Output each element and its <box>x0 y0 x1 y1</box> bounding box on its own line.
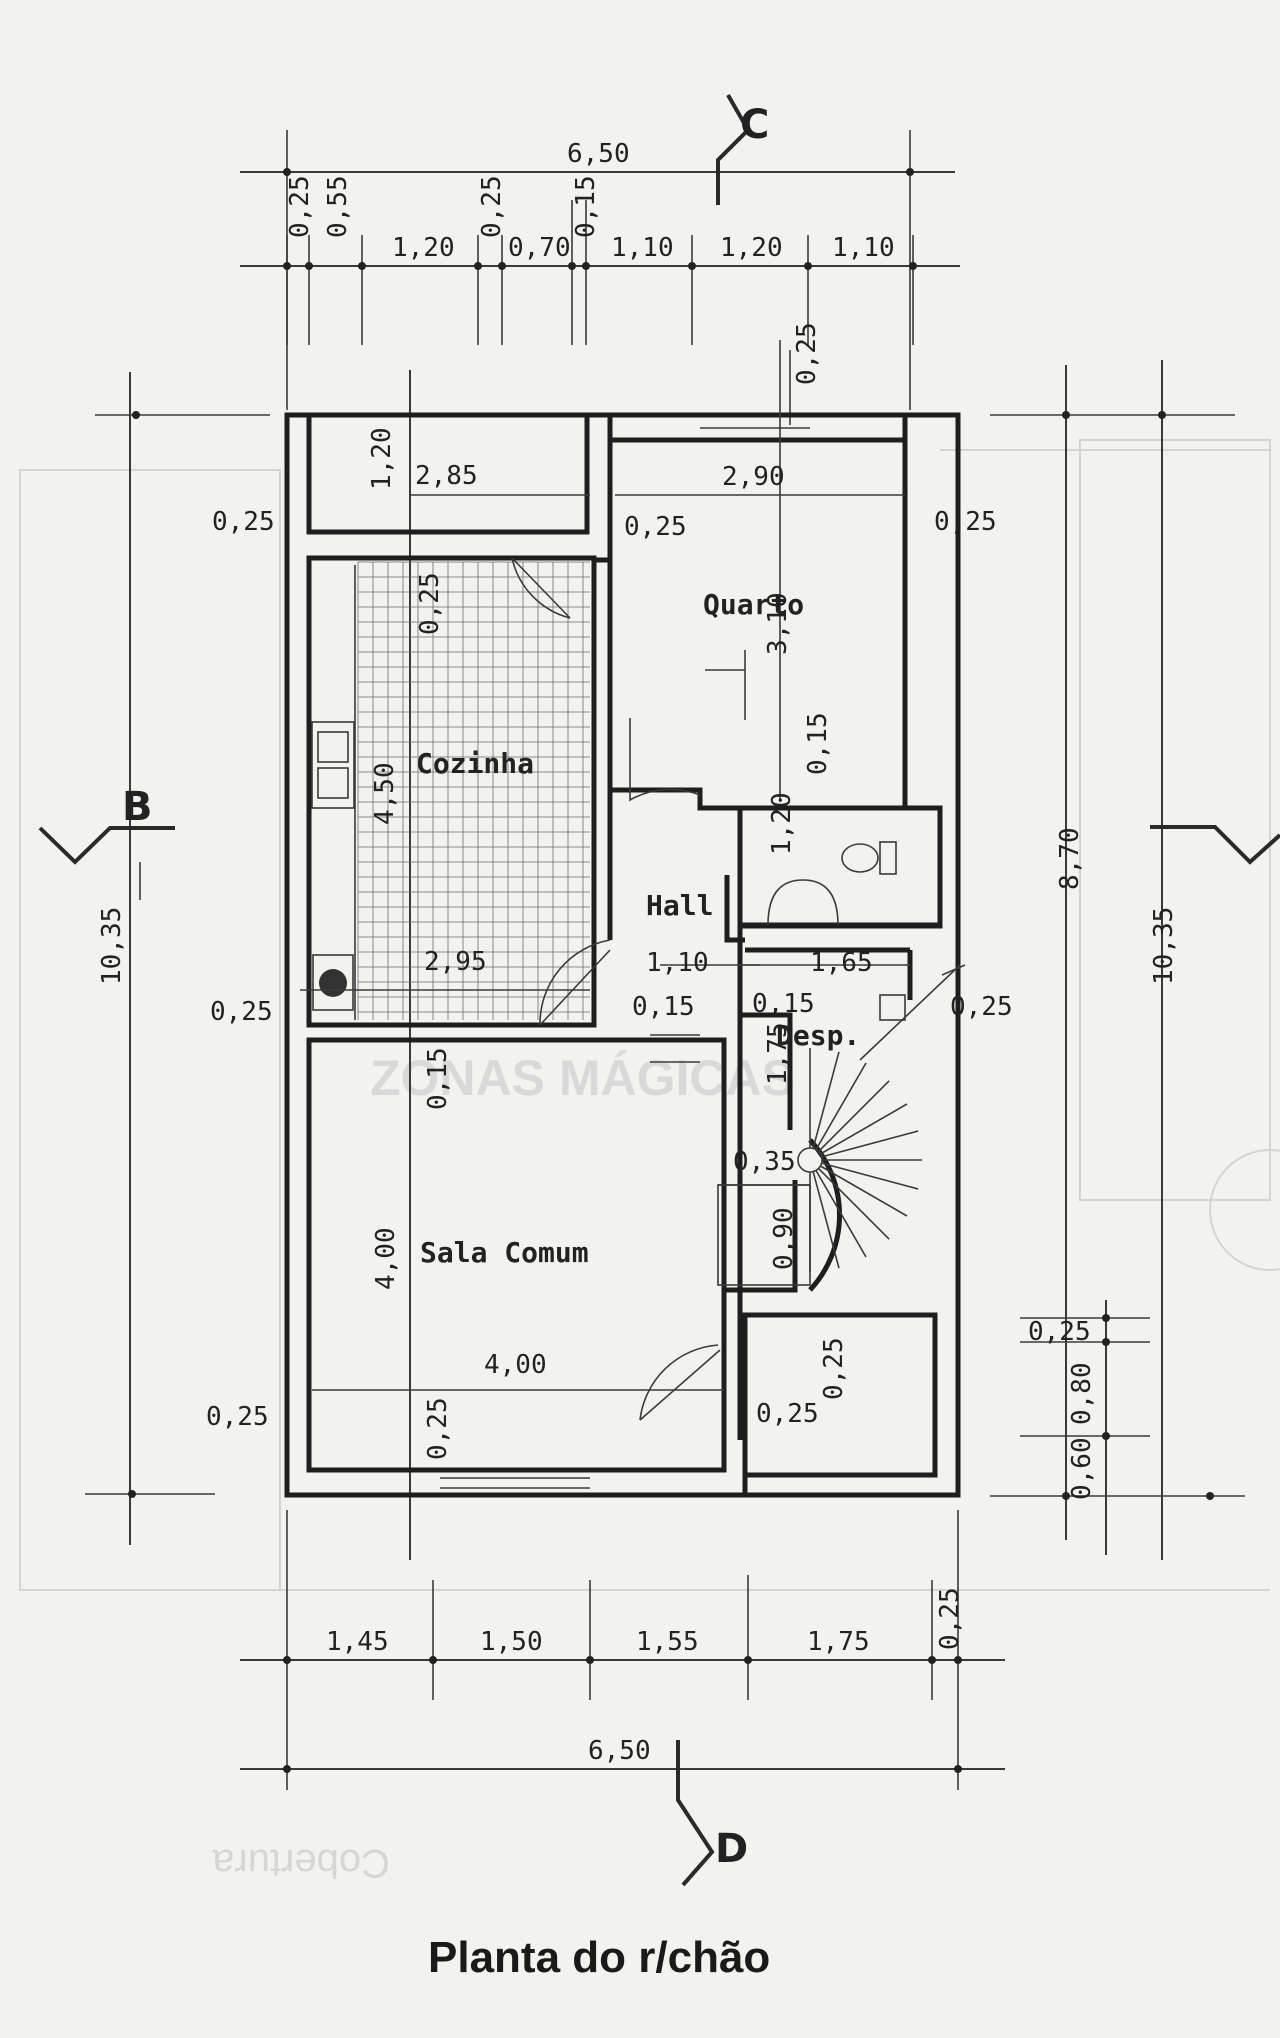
background-ghost-drawing: Cobertura <box>19 439 1280 1885</box>
dim-sala-wall: 0,15 <box>423 1047 453 1110</box>
dim-top-part-3: 1,20 <box>392 233 455 263</box>
left-dimension-lines <box>38 370 411 1560</box>
plan-title: Planta do r/chão <box>428 1933 770 1982</box>
dim-cozinha-h: 4,50 <box>370 762 400 825</box>
dim-cozinha-v-small: 0,25 <box>415 572 445 635</box>
dim-wall-right-top: 0,25 <box>934 507 997 537</box>
dim-wc-h: 1,20 <box>767 792 797 855</box>
background-word: Cobertura <box>211 1841 390 1885</box>
room-label-quarto: Quarto <box>703 588 804 621</box>
dim-top-part-7: 1,10 <box>611 233 674 263</box>
dim-wall-mid-top: 0,25 <box>624 512 687 542</box>
dim-top-part-5: 0,70 <box>508 233 571 263</box>
dim-lower-right-v: 0,25 <box>819 1337 849 1400</box>
dim-top-part-2: 0,55 <box>323 175 353 238</box>
room-label-hall: Hall <box>646 889 713 922</box>
bottom-dimension-lines <box>240 1510 1005 1887</box>
spiral-staircase <box>717 1048 922 1292</box>
dim-terrace-w: 2,85 <box>415 461 478 491</box>
dim-lower-right-h: 0,25 <box>756 1399 819 1429</box>
dim-wall-left-top: 0,25 <box>212 507 275 537</box>
dim-right-small-3: 0,60 <box>1067 1437 1097 1500</box>
dim-bottom-part-5: 0,25 <box>935 1587 965 1650</box>
dim-right-small-1: 0,25 <box>1028 1317 1091 1347</box>
dim-bottom-part-1: 1,45 <box>326 1627 389 1657</box>
right-dimension-lines <box>990 360 1280 1560</box>
section-mark-d: D <box>715 1826 748 1872</box>
dim-wall-left-mid: 0,25 <box>210 997 273 1027</box>
section-mark-c: C <box>740 102 769 148</box>
dim-right-small-2: 0,80 <box>1067 1362 1097 1425</box>
dim-bottom-part-2: 1,50 <box>480 1627 543 1657</box>
dim-wall-left-bottom: 0,25 <box>206 1402 269 1432</box>
dim-terrace-h: 1,20 <box>367 427 397 490</box>
room-label-desp: Desp. <box>776 1019 860 1052</box>
wc-toilet-icon <box>767 841 897 926</box>
dim-top-part-8: 1,20 <box>720 233 783 263</box>
dim-wc-w: 1,65 <box>810 948 873 978</box>
room-label-cozinha: Cozinha <box>416 747 534 780</box>
dim-top-part-9: 1,10 <box>832 233 895 263</box>
dim-wall-hall-2: 0,15 <box>752 989 815 1019</box>
dim-bottom-part-4: 1,75 <box>807 1627 870 1657</box>
dim-right-inner: 8,70 <box>1055 827 1085 890</box>
dim-top-total: 6,50 <box>567 139 630 169</box>
dim-sala-bottom-wall: 0,25 <box>423 1397 453 1460</box>
dim-quarto-wall: 0,15 <box>803 712 833 775</box>
dim-quarto-h: 3,10 <box>763 592 793 655</box>
dim-sala-h: 4,00 <box>371 1227 401 1290</box>
dim-desp-h: 1,75 <box>763 1022 793 1085</box>
dim-hall-w: 1,10 <box>646 948 709 978</box>
dim-stair-2: 0,90 <box>769 1207 799 1270</box>
dim-sala-w: 4,00 <box>484 1350 547 1380</box>
room-label-sala: Sala Comum <box>420 1236 589 1269</box>
dim-top-part-1: 0,25 <box>285 175 315 238</box>
kitchen-counter <box>311 565 356 1020</box>
dim-top-part-6: 0,15 <box>571 175 601 238</box>
section-mark-b: B <box>122 784 153 830</box>
dim-bottom-total: 6,50 <box>588 1736 651 1766</box>
dim-top-right-vertical: 0,25 <box>792 322 822 385</box>
dim-stair-1: 0,35 <box>733 1147 796 1177</box>
dim-wall-right-mid: 0,25 <box>950 992 1013 1022</box>
dim-wall-hall-1: 0,15 <box>632 992 695 1022</box>
dim-left-total: 10,35 <box>97 907 127 985</box>
interior-dimension-lines <box>300 340 966 1391</box>
dim-cozinha-w: 2,95 <box>424 947 487 977</box>
dim-bottom-part-3: 1,55 <box>636 1627 699 1657</box>
top-dimension-lines <box>240 94 960 410</box>
dim-right-total: 10,35 <box>1149 907 1179 985</box>
stove-icon <box>312 954 354 1011</box>
building-walls <box>284 412 961 1498</box>
dim-top-part-4: 0,25 <box>477 175 507 238</box>
doors <box>511 557 721 1421</box>
dim-quarto-w: 2,90 <box>722 462 785 492</box>
